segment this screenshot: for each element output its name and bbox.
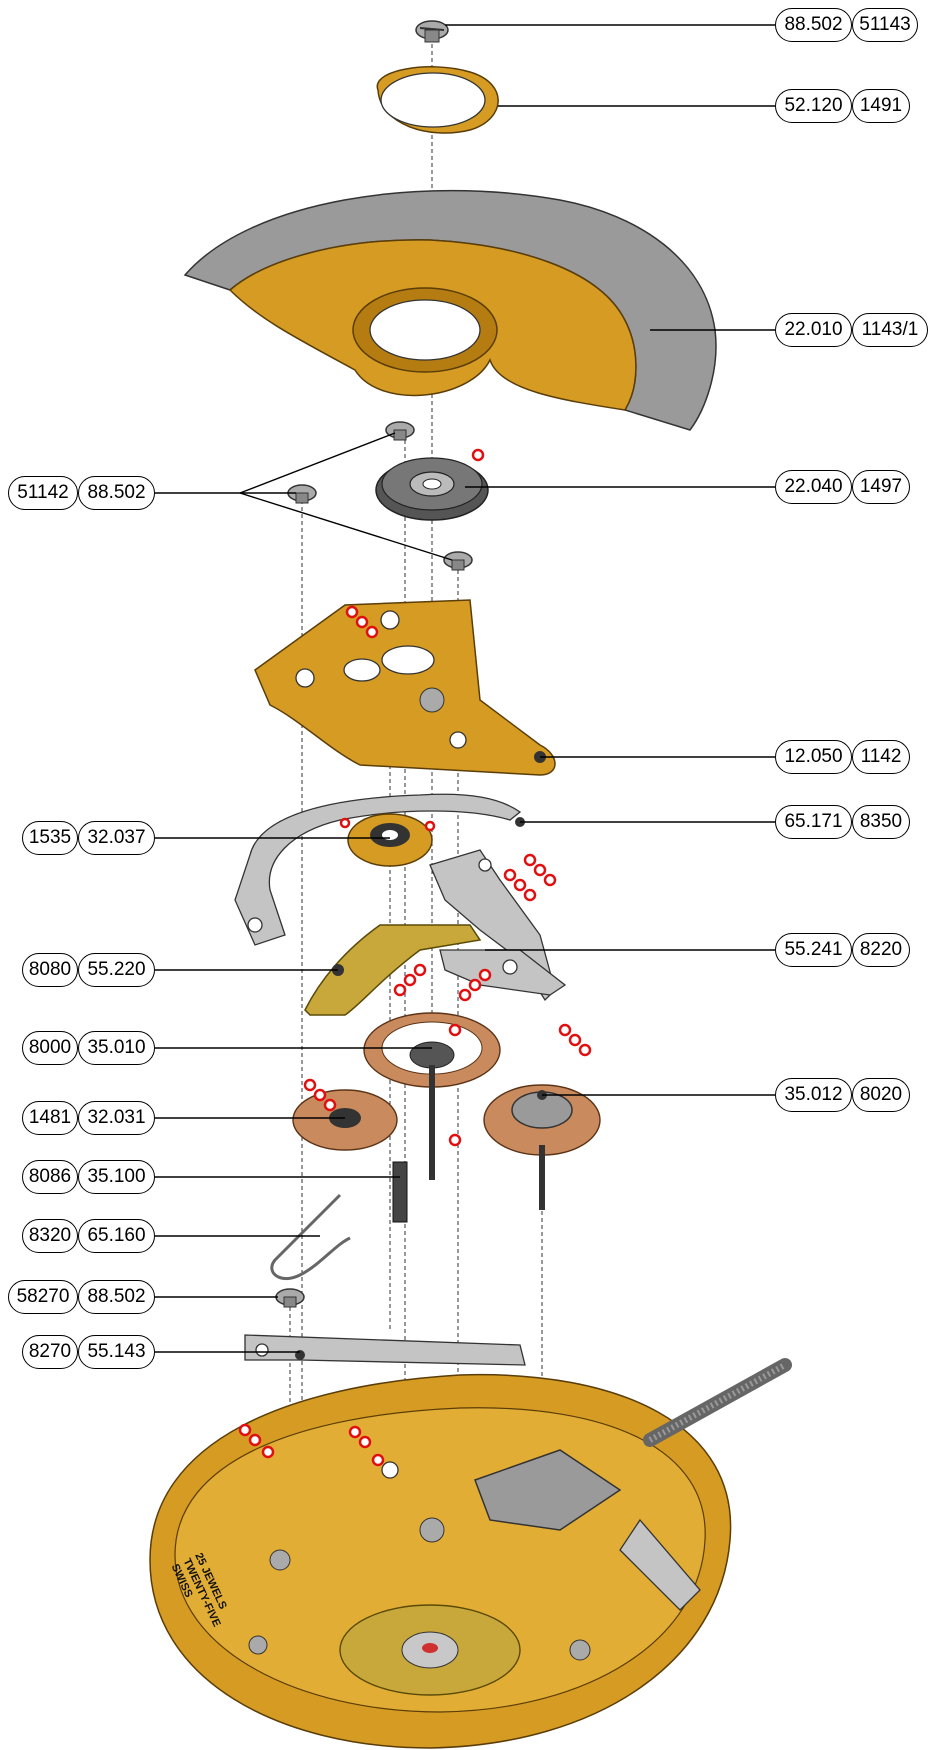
callout-1535-ref: 1535 <box>22 821 78 855</box>
callout-55220-part: 55.220 <box>78 953 155 987</box>
wheel-32037 <box>347 813 433 867</box>
callout-51142-ref: 51142 <box>8 476 78 510</box>
wheel-35012 <box>483 1084 601 1210</box>
callout-1143-1-ref: 1143/1 <box>852 313 928 347</box>
callout-35010-part: 35.010 <box>78 1031 155 1065</box>
callout-32031-part: 32.031 <box>78 1101 155 1135</box>
callout-8086-ref: 8086 <box>22 1160 78 1194</box>
callout-22040-part: 22.040 <box>775 470 852 504</box>
callout-55143-part: 55.143 <box>78 1335 155 1369</box>
callout-55241-part: 55.241 <box>775 933 852 967</box>
callout-22010-part: 22.010 <box>775 313 852 347</box>
callout-8320-ref: 8320 <box>22 1219 78 1253</box>
callout-8020-ref: 8020 <box>852 1078 910 1112</box>
reversing-wheel-22040 <box>375 457 489 521</box>
callout-88502-group-part: 88.502 <box>78 476 155 510</box>
lever-55241 <box>429 849 567 1002</box>
callout-1481-ref: 1481 <box>22 1101 78 1135</box>
callout-1497-ref: 1497 <box>852 470 910 504</box>
callout-52120-part: 52.120 <box>775 89 852 123</box>
callout-1491-ref: 1491 <box>852 89 910 123</box>
callout-8000-ref: 8000 <box>22 1031 78 1065</box>
lubrication-markers <box>238 448 592 1467</box>
callout-8350-ref: 8350 <box>852 805 910 839</box>
callout-8220-ref: 8220 <box>852 933 910 967</box>
wheel-32031 <box>292 1089 398 1151</box>
leader-lines <box>155 24 775 1353</box>
screw-88502-top <box>415 20 449 43</box>
pinion-35100 <box>392 1161 408 1223</box>
automatic-bridge-12050 <box>254 599 556 776</box>
oscillating-weight-22010 <box>183 189 717 431</box>
lever-55143 <box>244 1334 526 1366</box>
center-wheel-35010 <box>363 1012 501 1180</box>
callout-1142-ref: 1142 <box>852 740 910 774</box>
callout-32037-part: 32.037 <box>78 821 155 855</box>
callout-8270-ref: 8270 <box>22 1335 78 1369</box>
callout-12050-part: 12.050 <box>775 740 852 774</box>
base-movement <box>149 1358 792 1749</box>
ring-52120 <box>376 66 499 134</box>
callout-35100-part: 35.100 <box>78 1160 155 1194</box>
callout-88502-part: 88.502 <box>775 8 852 42</box>
callout-58270-ref: 58270 <box>8 1280 78 1314</box>
callout-65171-part: 65.171 <box>775 805 852 839</box>
callout-88502-lower-part: 88.502 <box>78 1280 155 1314</box>
callout-51143-ref: 51143 <box>852 8 918 42</box>
callout-65160-part: 65.160 <box>78 1219 155 1253</box>
callout-8080-ref: 8080 <box>22 953 78 987</box>
screw-88502-lower <box>275 1288 305 1308</box>
callout-35012-part: 35.012 <box>775 1078 852 1112</box>
spring-65160 <box>270 1193 351 1281</box>
